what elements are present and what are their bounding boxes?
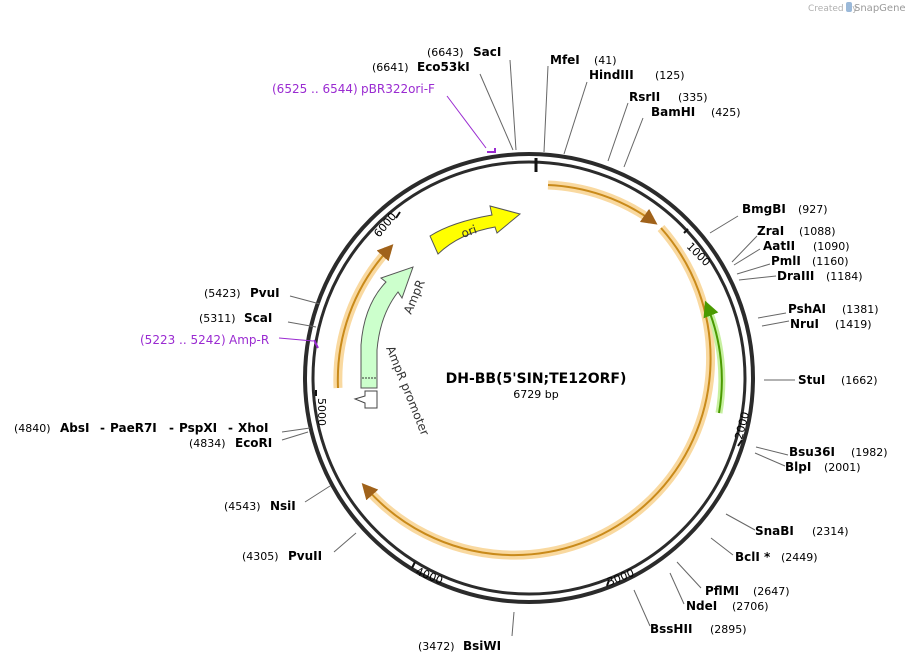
enzyme-name: SacI bbox=[473, 45, 501, 59]
enzyme-pos: (4834) bbox=[189, 437, 226, 450]
enzyme-name: SnaBI bbox=[755, 524, 794, 538]
enzyme-pos: (4543) bbox=[224, 500, 261, 513]
enzyme-pos: (1982) bbox=[851, 446, 888, 459]
enzyme-name: AbsI bbox=[60, 421, 89, 435]
enzyme-name: PshAI bbox=[788, 302, 826, 316]
primer-amp-r: (5223 .. 5242) Amp-R bbox=[140, 333, 319, 349]
enzyme-name: ScaI bbox=[244, 311, 272, 325]
enzyme-name: PflMI bbox=[705, 584, 739, 598]
enzyme-pos: (6641) bbox=[372, 61, 409, 74]
plasmid-name: DH-BB(5'SIN;TE12ORF) bbox=[446, 371, 627, 387]
enzyme-name: PmlI bbox=[771, 254, 801, 268]
enzyme-pos: (1381) bbox=[842, 303, 879, 316]
enzyme-name: BmgBI bbox=[742, 202, 786, 216]
snapgene-logo-icon bbox=[846, 2, 852, 12]
ori-feature: ori bbox=[429, 205, 522, 255]
enzyme-labels-right: MfeI (41) HindIII (125) RsrII (335) BamH… bbox=[550, 53, 888, 636]
enzyme-name: NruI bbox=[790, 317, 819, 331]
enzyme-sep: - bbox=[100, 421, 105, 435]
enzyme-name: PspXI bbox=[179, 421, 217, 435]
enzyme-pos: (2314) bbox=[812, 525, 849, 538]
enzyme-name: NsiI bbox=[270, 499, 296, 513]
enzyme-sep: - bbox=[169, 421, 174, 435]
primer-range: (6525 .. 6544) bbox=[272, 82, 358, 96]
enzyme-name: Bsu36I bbox=[789, 445, 835, 459]
enzyme-sep: - bbox=[228, 421, 233, 435]
enzyme-name: PvuI bbox=[250, 286, 280, 300]
tick-5000: 5000 bbox=[315, 398, 328, 426]
enzyme-name: BsiWI bbox=[463, 639, 501, 653]
enzyme-pos: (1184) bbox=[826, 270, 863, 283]
tick-3000: 3000 bbox=[605, 566, 636, 589]
enzyme-pos: (927) bbox=[798, 203, 828, 216]
enzyme-name: StuI bbox=[798, 373, 825, 387]
green-feature-arc bbox=[703, 300, 726, 414]
enzyme-pos: (4305) bbox=[242, 550, 279, 563]
primer-pbr322ori-f: (6525 .. 6544) pBR322ori-F bbox=[272, 82, 496, 153]
primer-range: (5223 .. 5242) bbox=[140, 333, 226, 347]
enzyme-pos: (2706) bbox=[732, 600, 769, 613]
enzyme-pos: (1419) bbox=[835, 318, 872, 331]
enzyme-name: PvuII bbox=[288, 549, 322, 563]
enzyme-pos: (5423) bbox=[204, 287, 241, 300]
primer-name: Amp-R bbox=[229, 333, 269, 347]
enzyme-pos: (125) bbox=[655, 69, 685, 82]
enzyme-pos: (41) bbox=[594, 54, 617, 67]
enzyme-name: PaeR7I bbox=[110, 421, 157, 435]
tick-4000: 4000 bbox=[414, 565, 445, 588]
enzyme-name: BclI * bbox=[735, 550, 771, 564]
watermark-prefix: Created by bbox=[808, 4, 858, 14]
leader-lines bbox=[281, 59, 795, 637]
watermark-brand: SnapGene bbox=[854, 3, 905, 14]
enzyme-name: XhoI bbox=[238, 421, 269, 435]
enzyme-pos: (1662) bbox=[841, 374, 878, 387]
enzyme-labels-left: (6643) SacI (6641) Eco53kI (5423) PvuI (… bbox=[14, 45, 501, 653]
backbone-outer bbox=[303, 152, 755, 604]
enzyme-name: BlpI bbox=[785, 460, 811, 474]
tick-marks bbox=[315, 211, 743, 587]
enzyme-pos: (2647) bbox=[753, 585, 790, 598]
enzyme-name: NdeI bbox=[686, 599, 717, 613]
enzyme-pos: (4840) bbox=[14, 422, 51, 435]
enzyme-name: BssHII bbox=[650, 622, 692, 636]
ampr-promoter-label: AmpR promoter bbox=[383, 344, 432, 438]
orf-arc-left bbox=[333, 244, 394, 389]
enzyme-pos: (5311) bbox=[199, 312, 236, 325]
enzyme-pos: (335) bbox=[678, 91, 708, 104]
enzyme-pos: (3472) bbox=[418, 640, 455, 653]
enzyme-name: Eco53kI bbox=[417, 60, 470, 74]
enzyme-name: AatII bbox=[763, 239, 795, 253]
enzyme-name: MfeI bbox=[550, 53, 580, 67]
enzyme-pos: (6643) bbox=[427, 46, 464, 59]
enzyme-name: EcoRI bbox=[235, 436, 272, 450]
enzyme-pos: (1090) bbox=[813, 240, 850, 253]
enzyme-pos: (1160) bbox=[812, 255, 849, 268]
enzyme-name: RsrII bbox=[629, 90, 660, 104]
enzyme-pos: (425) bbox=[711, 106, 741, 119]
enzyme-name: BamHI bbox=[651, 105, 695, 119]
enzyme-name: DraIII bbox=[777, 269, 814, 283]
ori-label: ori bbox=[459, 222, 478, 240]
enzyme-name: ZraI bbox=[757, 224, 784, 238]
enzyme-name: HindIII bbox=[589, 68, 634, 82]
enzyme-pos: (2895) bbox=[710, 623, 747, 636]
plasmid-length: 6729 bp bbox=[513, 388, 558, 401]
backbone-inner bbox=[311, 160, 747, 596]
primer-name: pBR322ori-F bbox=[361, 82, 435, 96]
enzyme-pos: (1088) bbox=[799, 225, 836, 238]
enzyme-pos: (2001) bbox=[824, 461, 861, 474]
enzyme-pos: (2449) bbox=[781, 551, 818, 564]
